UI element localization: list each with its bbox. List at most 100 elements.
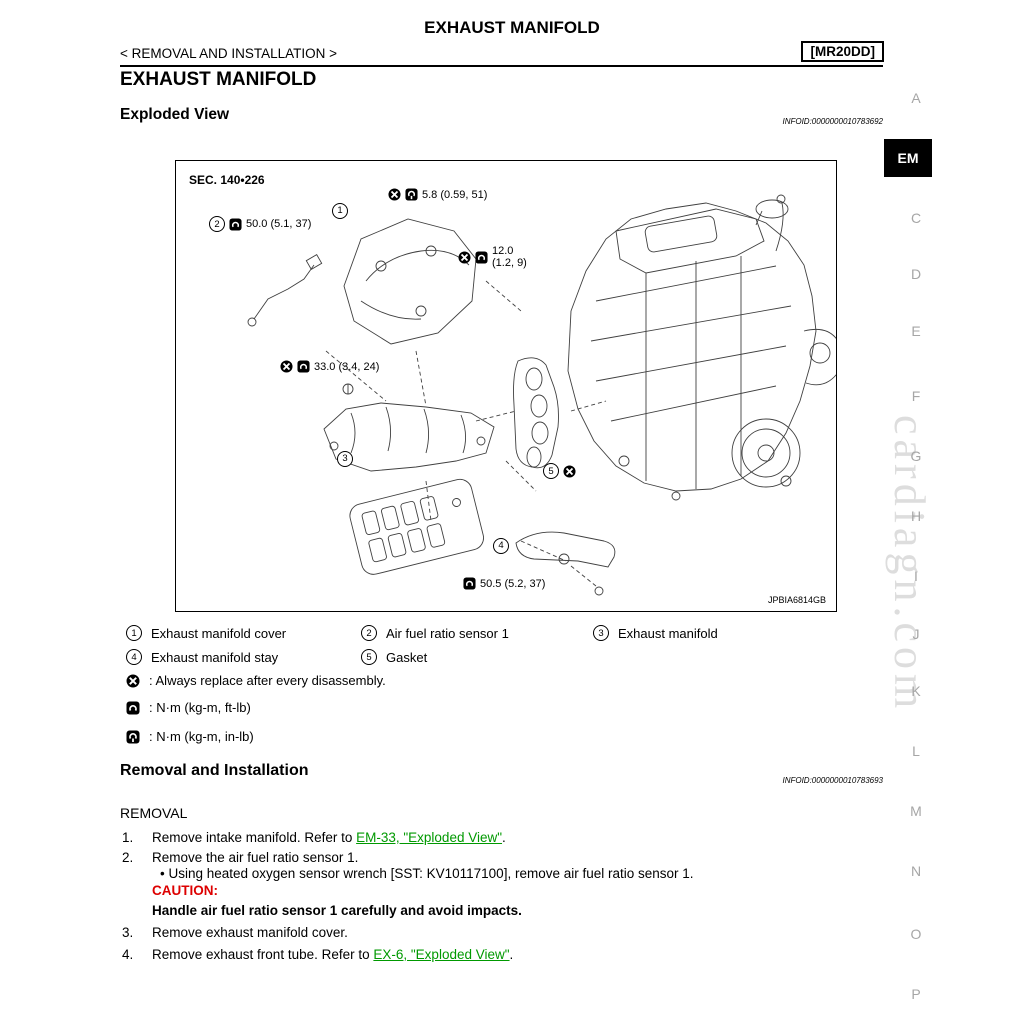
link-ex6-exploded-view[interactable]: EX-6, "Exploded View" — [373, 947, 510, 962]
torque-value: 50.0 (5.1, 37) — [246, 218, 312, 230]
callout-2: 2 — [209, 216, 225, 232]
step-text: Remove exhaust front tube. Refer to — [152, 947, 374, 962]
header-divider — [120, 65, 883, 67]
legend-label: Air fuel ratio sensor 1 — [386, 625, 509, 641]
figure-code: JPBIA6814GB — [767, 595, 826, 605]
always-replace-icon — [280, 360, 293, 373]
legend-label: Exhaust manifold — [618, 625, 718, 641]
torque-value-line1: 12.0 — [492, 245, 514, 257]
engine-illustration — [247, 194, 836, 596]
section-tab-k: K — [911, 683, 921, 699]
always-replace-icon — [458, 250, 471, 264]
annotation-torque-50: 2 50.0 (5.1, 37) — [209, 216, 311, 232]
model-code-badge: [MR20DD] — [801, 41, 884, 62]
legend-callout-3: 3 — [593, 625, 609, 641]
legend-label: Gasket — [386, 649, 428, 665]
section-tab-h: H — [910, 508, 922, 524]
infoid-removal: INFOID:0000000010783693 — [782, 776, 883, 785]
exploded-view-figure: SEC. 140•226 2 50.0 (5.1, 37) 1 5.8 (0.5… — [175, 160, 837, 612]
figure-sec-label: SEC. 140•226 — [189, 173, 265, 187]
section-tab-c: C — [910, 210, 922, 226]
always-replace-icon — [563, 464, 576, 478]
section-tab-g: G — [910, 448, 922, 464]
step-2-bullet: • Using heated oxygen sensor wrench [SST… — [160, 866, 694, 881]
step-2: 2. Remove the air fuel ratio sensor 1. — [122, 850, 358, 865]
page-title: EXHAUST MANIFOLD — [120, 69, 317, 90]
annotation-callout-5: 5 — [543, 463, 576, 479]
removal-installation-heading: Removal and Installation — [120, 762, 309, 779]
torque-ft-lb-icon — [475, 250, 488, 264]
section-tab-p: P — [911, 986, 921, 1002]
step-3: 3. Remove exhaust manifold cover. — [122, 925, 348, 940]
torque-value: 50.5 (5.2, 37) — [480, 577, 546, 590]
torque-in-lb-icon — [126, 730, 140, 744]
callout-1: 1 — [332, 202, 348, 219]
step-text: Remove exhaust manifold cover. — [152, 925, 348, 940]
legend-item-3: 3 Exhaust manifold — [593, 625, 718, 641]
symbol-row-ft-lb: : N·m (kg-m, ft-lb) — [126, 700, 251, 715]
legend-label: Exhaust manifold cover — [151, 625, 287, 641]
section-tab-j: J — [912, 626, 920, 642]
removal-subheading: REMOVAL — [120, 805, 188, 821]
legend-item-1: 1 Exhaust manifold cover — [126, 625, 286, 641]
symbol-row-replace: : Always replace after every disassembly… — [126, 673, 386, 688]
infoid-exploded-view: INFOID:0000000010783692 — [782, 117, 883, 126]
legend-callout-4: 4 — [126, 649, 142, 665]
torque-value: 5.8 (0.59, 51) — [422, 188, 488, 201]
torque-ft-lb-icon — [126, 701, 140, 715]
annotation-callout-1: 1 — [332, 200, 348, 219]
callout-3: 3 — [337, 450, 353, 467]
annotation-torque-58: 5.8 (0.59, 51) — [388, 188, 487, 201]
step-text: Remove the air fuel ratio sensor 1. — [152, 850, 359, 865]
annotation-torque-12: 12.0 (1.2, 9) — [458, 245, 527, 269]
step-number: 3. — [122, 925, 134, 940]
step-4: 4. Remove exhaust front tube. Refer to EX… — [122, 947, 513, 962]
step-1: 1. Remove intake manifold. Refer to EM-33… — [122, 830, 506, 845]
step-text-post: . — [509, 947, 514, 962]
breadcrumb: < REMOVAL AND INSTALLATION > — [120, 46, 338, 61]
caution-label: CAUTION: — [152, 883, 218, 898]
caution-text: Handle air fuel ratio sensor 1 carefully… — [152, 903, 522, 918]
section-tab-em-active: EM — [884, 139, 932, 177]
section-tab-o: O — [910, 926, 922, 942]
callout-4: 4 — [493, 537, 509, 554]
legend-item-2: 2 Air fuel ratio sensor 1 — [361, 625, 509, 641]
section-tab-a: A — [911, 90, 921, 106]
torque-ft-lb-icon — [229, 217, 242, 231]
legend-callout-2: 2 — [361, 625, 377, 641]
always-replace-icon — [388, 188, 401, 201]
annotation-torque-505: 50.5 (5.2, 37) — [463, 577, 545, 590]
step-text: Remove intake manifold. Refer to — [152, 830, 357, 845]
torque-value: 33.0 (3.4, 24) — [314, 360, 380, 373]
step-number: 1. — [122, 830, 134, 845]
doc-title: EXHAUST MANIFOLD — [424, 18, 600, 37]
annotation-callout-4: 4 — [493, 535, 509, 554]
link-em33-exploded-view[interactable]: EM-33, "Exploded View" — [356, 830, 503, 845]
legend-label: Exhaust manifold stay — [151, 649, 279, 665]
annotation-callout-3: 3 — [337, 448, 353, 467]
legend-callout-1: 1 — [126, 625, 142, 641]
always-replace-icon — [126, 674, 140, 688]
symbol-text: : N·m (kg-m, ft-lb) — [149, 700, 251, 715]
step-number: 2. — [122, 850, 134, 865]
torque-value-line2: (1.2, 9) — [492, 257, 527, 269]
legend-callout-5: 5 — [361, 649, 377, 665]
exploded-view-heading: Exploded View — [120, 106, 230, 123]
legend-item-5: 5 Gasket — [361, 649, 427, 665]
torque-ft-lb-icon — [463, 577, 476, 590]
section-tab-i: I — [914, 568, 918, 584]
torque-in-lb-icon — [405, 188, 418, 201]
section-tab-d: D — [910, 266, 922, 282]
callout-5: 5 — [543, 463, 559, 479]
step-number: 4. — [122, 947, 134, 962]
step-text-post: . — [502, 830, 506, 845]
symbol-text: : Always replace after every disassembly… — [149, 673, 386, 688]
watermark: cardiagn.com — [885, 415, 934, 714]
section-tab-l: L — [912, 743, 920, 759]
torque-ft-lb-icon — [297, 360, 310, 373]
section-tab-e: E — [911, 323, 921, 339]
symbol-row-in-lb: : N·m (kg-m, in-lb) — [126, 729, 254, 744]
legend-item-4: 4 Exhaust manifold stay — [126, 649, 278, 665]
section-tab-f: F — [911, 388, 921, 404]
section-tab-m: M — [910, 803, 922, 819]
